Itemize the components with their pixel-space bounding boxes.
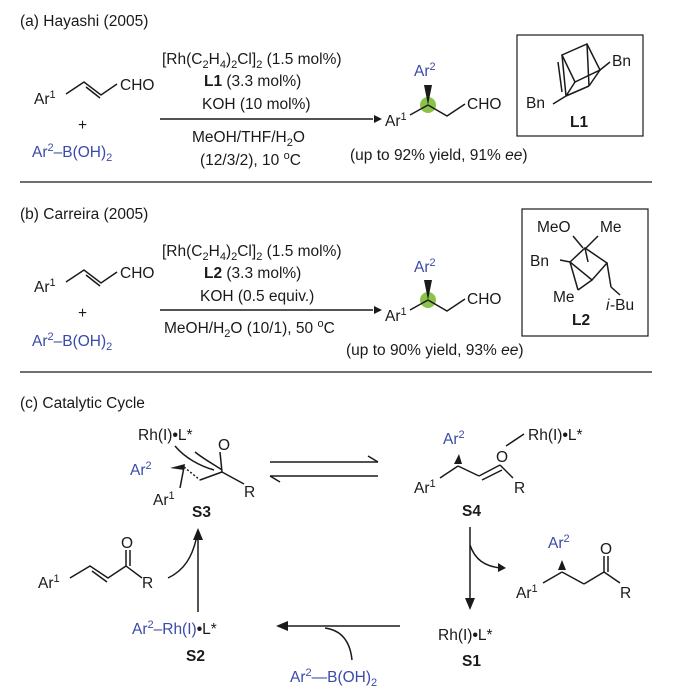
svg-text:Me: Me <box>553 289 575 306</box>
svg-text:Ar1: Ar1 <box>38 573 60 592</box>
svg-text:Me: Me <box>600 219 622 236</box>
svg-text:R: R <box>620 585 631 602</box>
product-a: Ar2 Ar1 CHO <box>385 61 501 130</box>
svg-text:L1 (3.3 mol%): L1 (3.3 mol%) <box>204 73 301 90</box>
svg-text:Bn: Bn <box>612 53 631 70</box>
svg-text:(12/3/2), 10 oC: (12/3/2), 10 oC <box>200 150 301 169</box>
svg-text:Ar1: Ar1 <box>414 478 436 497</box>
svg-text:R: R <box>514 480 525 497</box>
svg-text:R: R <box>142 575 153 592</box>
svg-text:L2 (3.3 mol%): L2 (3.3 mol%) <box>204 265 301 282</box>
svg-text:Ar2: Ar2 <box>414 61 436 80</box>
svg-text:Ar2: Ar2 <box>130 460 152 479</box>
svg-text:Rh(I)•L*: Rh(I)•L* <box>528 427 583 444</box>
plus-sign: + <box>78 117 87 134</box>
boronic-acid-c: Ar2—B(OH)2 <box>290 667 377 689</box>
ar1-label: Ar1 <box>34 89 56 108</box>
arrow-s2-s3 <box>167 528 203 612</box>
svg-text:Ar2: Ar2 <box>414 257 436 276</box>
svg-text:Ar1: Ar1 <box>385 111 407 130</box>
svg-text:O: O <box>496 449 508 466</box>
svg-text:KOH (0.5 equiv.): KOH (0.5 equiv.) <box>200 288 314 305</box>
svg-text:Ar2: Ar2 <box>548 533 570 552</box>
svg-text:Ar1: Ar1 <box>34 277 56 296</box>
svg-text:KOH (10 mol%): KOH (10 mol%) <box>202 96 311 113</box>
svg-text:L1: L1 <box>570 114 588 131</box>
arrow-s4-s1 <box>465 527 506 610</box>
aryl-rh-s2: Ar2–Rh(I)•L* <box>132 619 217 638</box>
yield-b: (up to 90% yield, 93% ee) <box>346 342 524 359</box>
svg-text:O: O <box>218 437 230 454</box>
svg-text:MeOH/THF/H2O: MeOH/THF/H2O <box>192 129 305 149</box>
svg-text:Ar1: Ar1 <box>516 583 538 602</box>
svg-text:[Rh(C2H4)2Cl]2 (1.5 mol%): [Rh(C2H4)2Cl]2 (1.5 mol%) <box>162 51 342 71</box>
ligand-l1-box: Bn Bn L1 <box>516 34 644 137</box>
section-c-title: (c) Catalytic Cycle <box>20 395 145 412</box>
svg-text:Rh(I)•L*: Rh(I)•L* <box>138 427 193 444</box>
svg-text:CHO: CHO <box>467 96 501 113</box>
svg-text:S4: S4 <box>462 503 481 520</box>
enone-c: Ar1 O R <box>38 535 153 592</box>
svg-text:MeOH/H2O (10/1), 50 oC: MeOH/H2O (10/1), 50 oC <box>164 318 335 340</box>
yield-a: (up to 92% yield, 91% ee) <box>350 147 528 164</box>
svg-text:Ar2: Ar2 <box>443 429 465 448</box>
ligand-l2-box: MeO Me Bn Me i -Bu L2 <box>521 208 649 337</box>
conditions-a: [Rh(C2H4)2Cl]2 (1.5 mol%) L1 (3.3 mol%) … <box>160 51 382 169</box>
svg-text:i: i <box>606 297 610 314</box>
svg-text:CHO: CHO <box>467 291 501 308</box>
svg-text:-Bu: -Bu <box>610 297 634 314</box>
enal-a: Ar1 CHO <box>34 77 154 108</box>
boronic-acid-b: Ar2–B(OH)2 <box>32 331 112 353</box>
svg-text:MeO: MeO <box>537 219 571 236</box>
equilibrium-arrows <box>269 455 379 483</box>
svg-text:Ar1: Ar1 <box>385 306 407 325</box>
svg-text:CHO: CHO <box>120 265 154 282</box>
svg-text:Ar1: Ar1 <box>153 490 175 509</box>
svg-text:S3: S3 <box>192 504 211 521</box>
section-b-title: (b) Carreira (2005) <box>20 206 148 223</box>
label-s1: S1 <box>462 653 481 670</box>
svg-text:O: O <box>600 541 612 558</box>
cho-label: CHO <box>120 77 154 94</box>
plus-sign-b: + <box>78 305 87 322</box>
rh-complex-s1: Rh(I)•L* <box>438 627 493 644</box>
product-c: Ar2 O Ar1 R <box>516 533 631 602</box>
svg-text:L2: L2 <box>572 312 590 329</box>
intermediate-s4: Rh(I)•L* O Ar2 Ar1 R S4 <box>414 427 583 520</box>
conditions-b: [Rh(C2H4)2Cl]2 (1.5 mol%) L2 (3.3 mol%) … <box>160 243 382 340</box>
enal-b: Ar1 CHO <box>34 265 154 296</box>
svg-text:[Rh(C2H4)2Cl]2 (1.5 mol%): [Rh(C2H4)2Cl]2 (1.5 mol%) <box>162 243 342 263</box>
product-b: Ar2 Ar1 CHO <box>385 257 501 325</box>
svg-text:R: R <box>244 484 255 501</box>
svg-text:Bn: Bn <box>526 95 545 112</box>
arrow-s1-s2 <box>276 621 400 661</box>
section-a-title: (a) Hayashi (2005) <box>20 13 148 30</box>
intermediate-s3: Rh(I)•L* O Ar2 Ar1 R S3 <box>130 427 255 521</box>
svg-text:O: O <box>121 535 133 552</box>
svg-text:Bn: Bn <box>530 253 549 270</box>
boronic-acid-a: Ar2–B(OH)2 <box>32 142 112 164</box>
label-s2: S2 <box>186 648 205 665</box>
